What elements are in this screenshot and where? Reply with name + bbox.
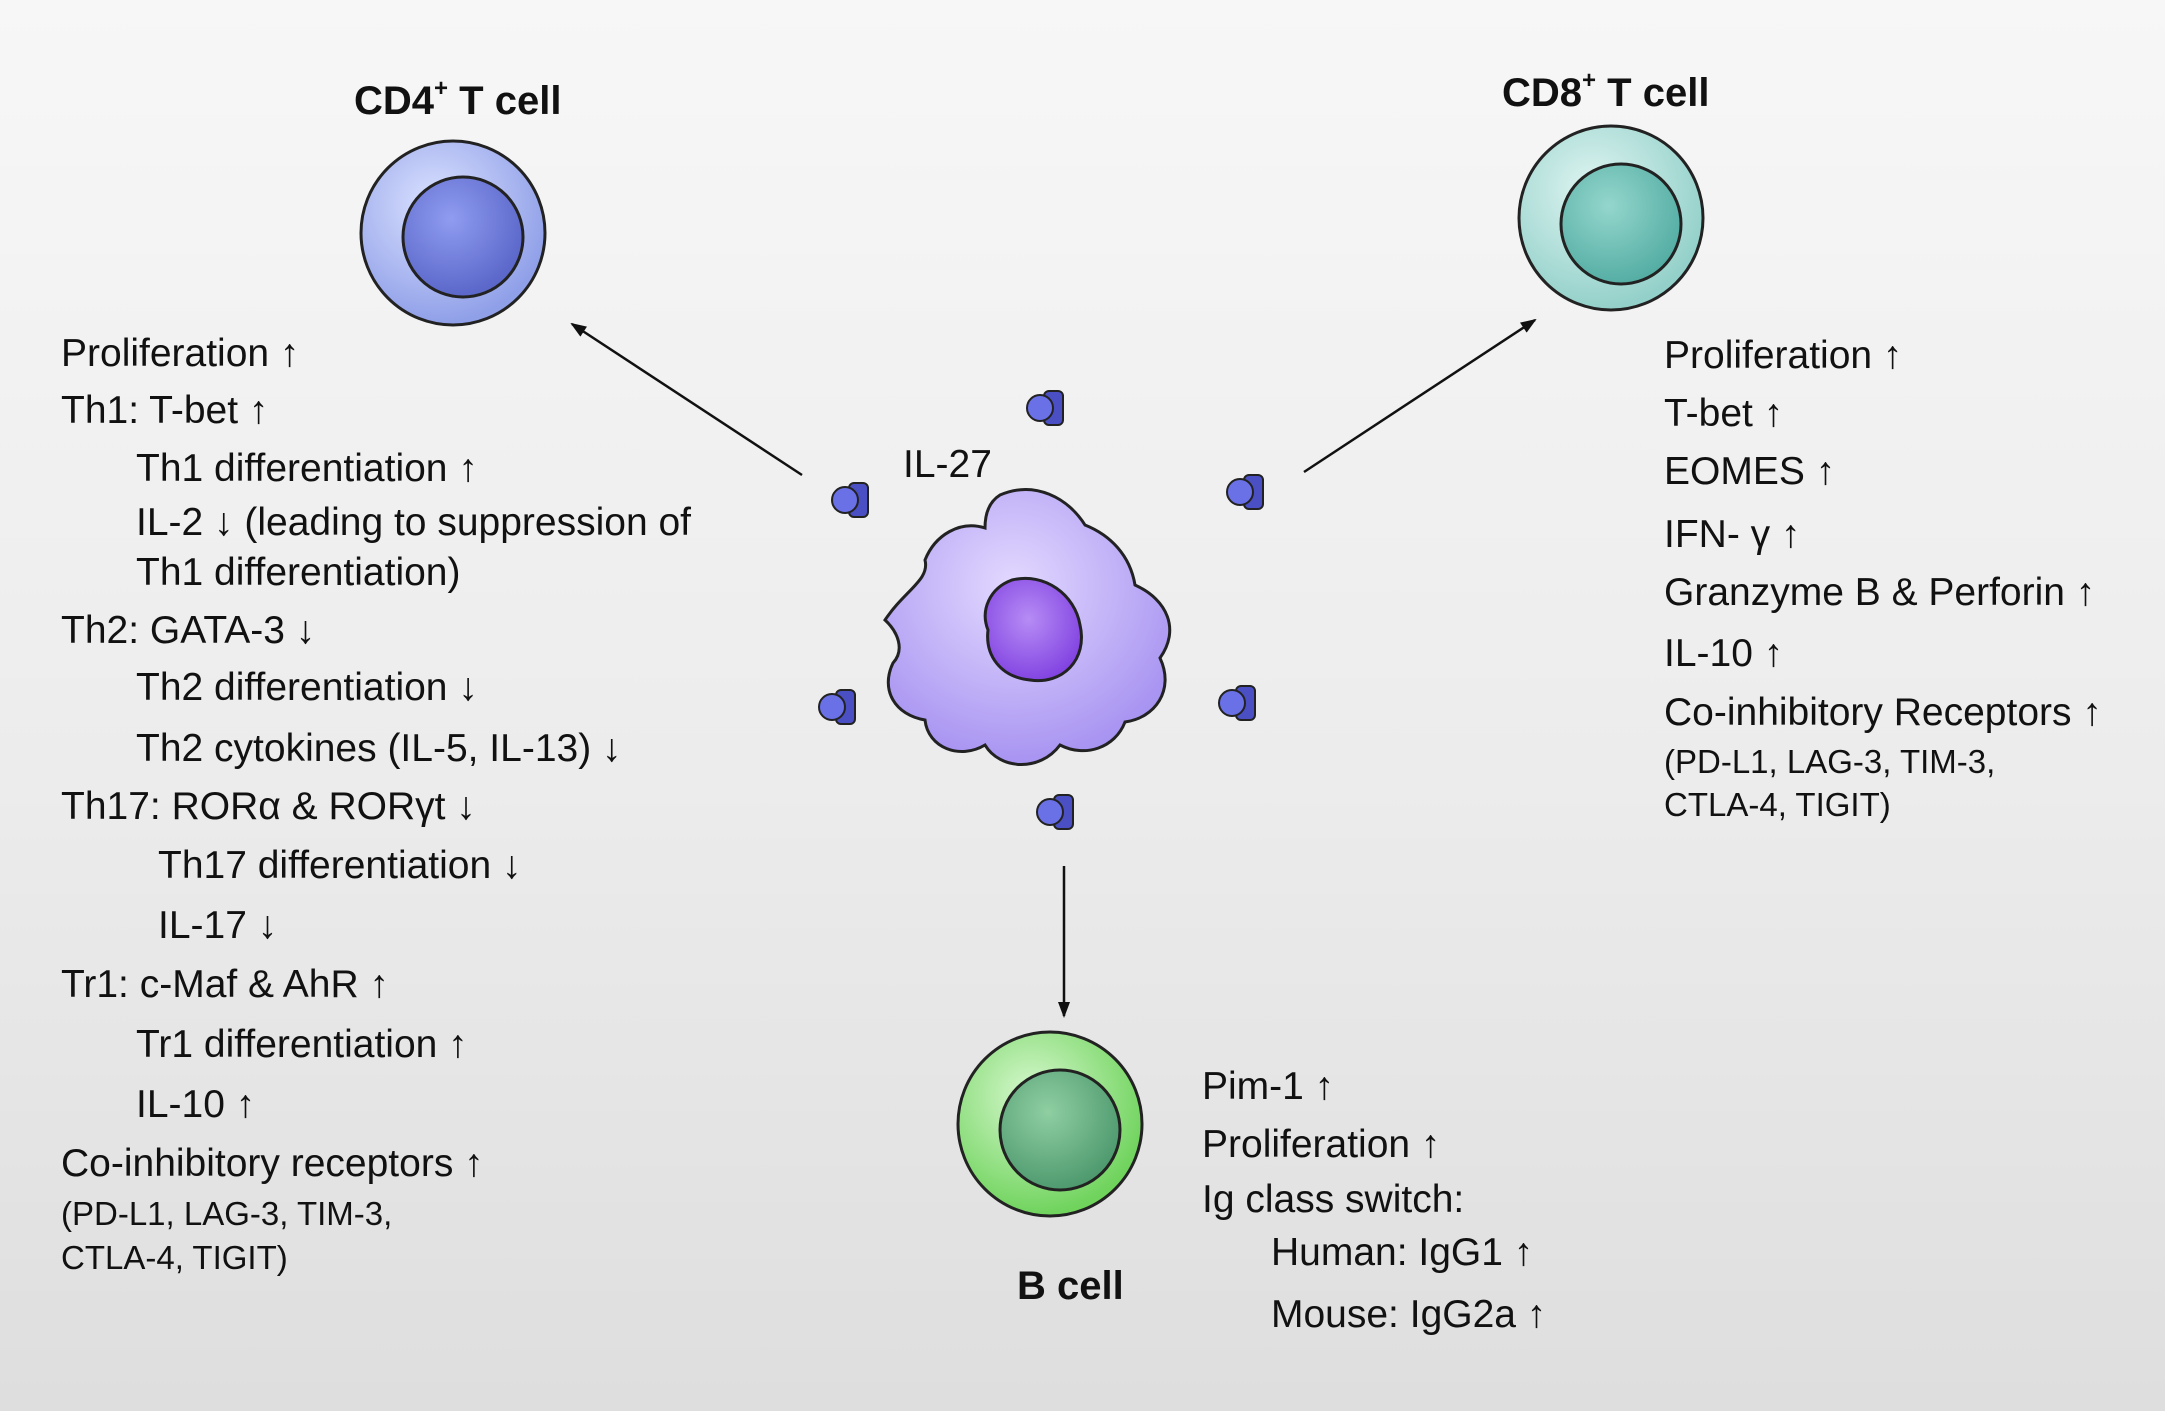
cd4-line: (PD-L1, LAG-3, TIM-3, <box>61 1195 393 1232</box>
bcell-line: Ig class switch: <box>1202 1178 1465 1221</box>
bcell-line: Mouse: IgG2a ↑ <box>1271 1293 1547 1336</box>
il27-cytokine-icon <box>1218 685 1256 721</box>
cd8-line: IFN- γ ↑ <box>1664 513 1801 556</box>
bcell-title: B cell <box>1017 1264 1124 1308</box>
cd4-line: Th17 differentiation ↓ <box>158 844 522 887</box>
cd8-title: CD8+ T cell <box>1502 67 1710 116</box>
cd8-line: T-bet ↑ <box>1664 392 1784 435</box>
cd4-line: CTLA-4, TIGIT) <box>61 1239 288 1276</box>
cd8-line: CTLA-4, TIGIT) <box>1664 786 1891 823</box>
il27-cytokine-icon <box>818 689 856 725</box>
cd4-line: IL-10 ↑ <box>136 1083 256 1126</box>
cd8-line: IL-10 ↑ <box>1664 632 1784 675</box>
cd8-t-cell-icon <box>1517 124 1705 312</box>
il27-cytokine-icon <box>1036 794 1074 830</box>
cd8-title-tail: T cell <box>1596 71 1710 115</box>
il27-label: IL-27 <box>903 443 992 486</box>
arrow-to-cd4 <box>570 322 803 477</box>
b-cell-icon <box>956 1030 1144 1218</box>
cd4-title-main: CD4 <box>354 79 435 123</box>
cd4-line: Th1 differentiation) <box>136 551 461 594</box>
cd8-line: Granzyme B & Perforin ↑ <box>1664 571 2096 614</box>
cd8-line: EOMES ↑ <box>1664 450 1836 493</box>
cd4-line: Th1 differentiation ↑ <box>136 447 478 490</box>
cd4-line: Th1: T-bet ↑ <box>61 389 269 432</box>
cd4-title: CD4+ T cell <box>354 75 562 124</box>
cd8-title-main: CD8 <box>1502 71 1583 115</box>
cd4-line: Th17: RORα & RORγt ↓ <box>61 785 476 828</box>
bcell-line: Pim-1 ↑ <box>1202 1065 1335 1108</box>
il27-cytokine-icon <box>831 482 869 518</box>
arrow-to-cd8 <box>1303 318 1537 474</box>
cd4-line: IL-17 ↓ <box>158 904 278 947</box>
bcell-line: Proliferation ↑ <box>1202 1123 1441 1166</box>
il27-producing-cell-icon <box>883 488 1172 766</box>
cd4-title-tail: T cell <box>448 79 562 123</box>
cd4-title-sup: + <box>434 75 449 102</box>
il27-cytokine-icon <box>1226 474 1264 510</box>
cd8-title-sup: + <box>1582 67 1597 94</box>
cd4-line: Th2: GATA-3 ↓ <box>61 609 316 652</box>
cd4-line: Tr1 differentiation ↑ <box>136 1023 468 1066</box>
cd4-t-cell-icon <box>359 139 547 327</box>
cd4-line: Co-inhibitory receptors ↑ <box>61 1142 484 1185</box>
cd4-line: Th2 differentiation ↓ <box>136 666 478 709</box>
bcell-line: Human: IgG1 ↑ <box>1271 1231 1534 1274</box>
cd4-line: Proliferation ↑ <box>61 332 300 375</box>
cd4-line: IL-2 ↓ (leading to suppression of <box>136 501 691 544</box>
cd8-line: Proliferation ↑ <box>1664 334 1903 377</box>
cd4-line: Th2 cytokines (IL-5, IL-13) ↓ <box>136 727 622 770</box>
cd8-line: Co-inhibitory Receptors ↑ <box>1664 691 2102 734</box>
cd8-line: (PD-L1, LAG-3, TIM-3, <box>1664 743 1996 780</box>
il27-cytokine-icon <box>1026 390 1064 426</box>
cd4-line: Tr1: c-Maf & AhR ↑ <box>61 963 389 1006</box>
